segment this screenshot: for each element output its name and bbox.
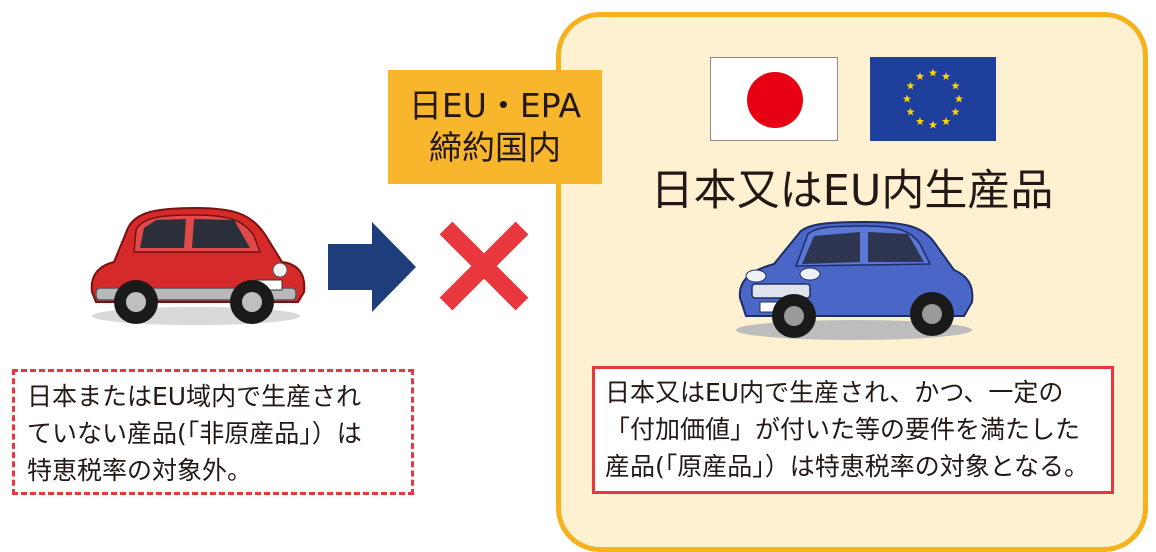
badge-line-2: 締約国内 xyxy=(429,128,561,167)
non-originating-note-line-3: 特恵税率の対象外。 xyxy=(27,456,253,485)
eu-flag-star xyxy=(902,94,912,103)
blue-compact-car-icon xyxy=(736,220,974,340)
non-originating-product-note: 日本またはEU域内で生産され ていない産品(「非原産品」）は 特恵税率の対象外。 xyxy=(12,369,414,495)
eu-flag-star xyxy=(928,120,938,129)
eu-flag-star xyxy=(951,81,960,90)
originating-product-note: 日本又はEU内で生産され、かつ、一定の 「付加価値」が付いた等の要件を満たした … xyxy=(592,366,1114,494)
originating-note-line-2: 「付加価値」が付いた等の要件を満たした xyxy=(605,415,1081,444)
epa-territory-badge: 日EU・EPA 締約国内 xyxy=(388,70,602,184)
eu-flag-star xyxy=(915,72,925,81)
non-originating-note-line-2: ていない産品(「非原産品」）は xyxy=(27,419,362,448)
japan-flag-icon xyxy=(710,57,838,141)
eu-flag-star xyxy=(915,117,925,126)
badge-line-1: 日EU・EPA xyxy=(408,86,582,125)
right-arrow-icon xyxy=(328,222,416,312)
red-vintage-car-icon xyxy=(90,206,306,325)
eu-flag-star xyxy=(951,107,960,116)
domestic-product-title: 日本又はEU内生産品 xyxy=(650,166,1054,216)
non-originating-note-line-1: 日本またはEU域内で生産され xyxy=(27,382,362,411)
eu-flag-star xyxy=(906,107,915,116)
originating-note-line-1: 日本又はEU内で生産され、かつ、一定の xyxy=(605,378,1064,407)
eu-flag-icon xyxy=(870,57,996,141)
red-x-icon xyxy=(439,221,529,311)
eu-flag-star xyxy=(941,117,951,126)
japan-flag-sun xyxy=(747,72,803,128)
eu-flag-star xyxy=(928,68,938,77)
originating-note-line-3: 産品(「原産品」）は特恵税率の対象となる。 xyxy=(605,452,1090,481)
eu-flag-star xyxy=(941,72,951,81)
eu-flag-star xyxy=(954,94,964,103)
eu-flag-star xyxy=(906,81,915,90)
